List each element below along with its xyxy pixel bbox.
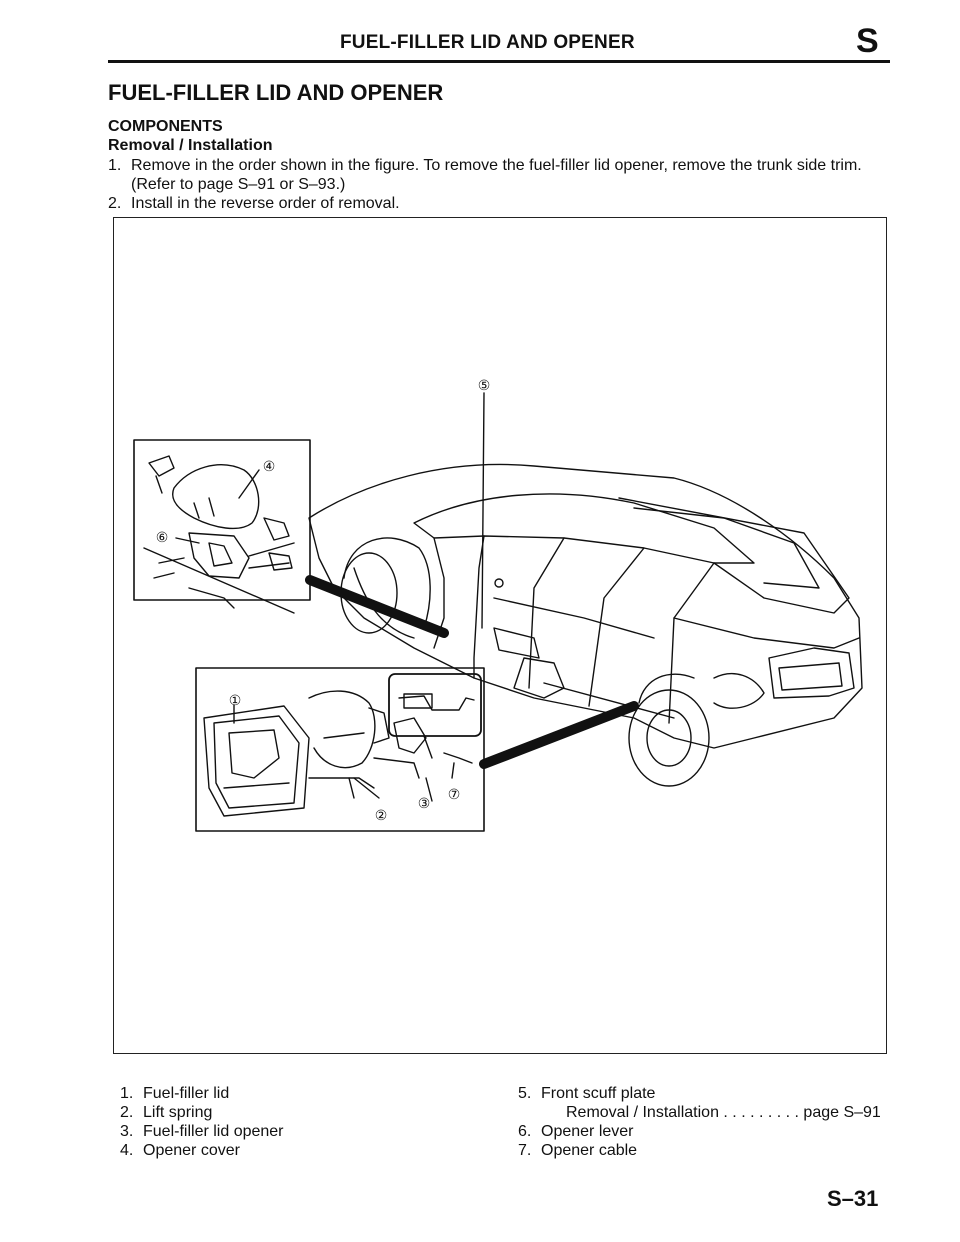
legend-item: 7. Opener cable (518, 1141, 898, 1160)
legend-text: Front scuff plate (541, 1085, 656, 1102)
legend-text: Opener lever (541, 1123, 634, 1140)
subheading-components: COMPONENTS (108, 118, 223, 135)
subheading-removal-installation: Removal / Installation (108, 137, 273, 154)
legend-item: 2. Lift spring (120, 1103, 460, 1122)
step-1: 1. Remove in the order shown in the figu… (108, 156, 898, 196)
exploded-view-illustration: ① ② ③ ④ ⑤ ⑥ ⑦ (133, 379, 863, 832)
components-figure: ① ② ③ ④ ⑤ ⑥ ⑦ (113, 217, 887, 1054)
step-number: 1. (108, 157, 122, 174)
step-text-continued: (Refer to page S–91 or S–93.) (131, 176, 346, 193)
legend-text: Lift spring (143, 1104, 213, 1121)
running-header-title: FUEL-FILLER LID AND OPENER (340, 32, 635, 53)
legend-number: 6. (518, 1123, 532, 1140)
step-text: Remove in the order shown in the figure.… (131, 157, 862, 174)
legend-text: Fuel-filler lid (143, 1085, 230, 1102)
legend-number: 2. (120, 1104, 134, 1121)
callout-7: ⑦ (448, 788, 461, 803)
legend-number: 4. (120, 1142, 134, 1159)
legend-item: 5. Front scuff plate (518, 1084, 898, 1103)
legend-number: 5. (518, 1085, 532, 1102)
step-number: 2. (108, 195, 122, 212)
legend-text: Fuel-filler lid opener (143, 1123, 284, 1140)
header-rule (108, 60, 890, 63)
callout-6: ⑥ (156, 531, 169, 546)
legend-text: Opener cover (143, 1142, 240, 1159)
legend-left: 1. Fuel-filler lid 2. Lift spring 3. Fue… (120, 1084, 460, 1160)
step-2: 2. Install in the reverse order of remov… (108, 194, 898, 214)
inset-fuel-filler-lid (195, 667, 485, 832)
page-heading: FUEL-FILLER LID AND OPENER (108, 80, 444, 105)
page-number: S–31 (827, 1186, 879, 1211)
callout-2: ② (375, 809, 388, 824)
legend-item: 4. Opener cover (120, 1141, 460, 1160)
callout-3: ③ (418, 797, 431, 812)
inset-opener-lever (133, 439, 311, 614)
callout-1: ① (229, 694, 242, 709)
step-text: Install in the reverse order of removal. (131, 195, 400, 212)
legend-number: 3. (120, 1123, 134, 1140)
legend-text-page-reference: Removal / Installation . . . . . . . . .… (566, 1104, 881, 1121)
legend-text: Opener cable (541, 1142, 638, 1159)
section-letter: S (856, 22, 879, 60)
legend-number: 1. (120, 1085, 134, 1102)
callout-5: ⑤ (478, 379, 491, 394)
legend-right: 5. Front scuff plate Removal / Installat… (518, 1084, 898, 1160)
callout-4: ④ (263, 460, 276, 475)
legend-item: 1. Fuel-filler lid (120, 1084, 460, 1103)
legend-item: 6. Opener lever (518, 1122, 898, 1141)
legend-item-continued: Removal / Installation . . . . . . . . .… (518, 1103, 898, 1122)
legend-number: 7. (518, 1142, 532, 1159)
legend-item: 3. Fuel-filler lid opener (120, 1122, 460, 1141)
car-illustration (308, 463, 863, 787)
